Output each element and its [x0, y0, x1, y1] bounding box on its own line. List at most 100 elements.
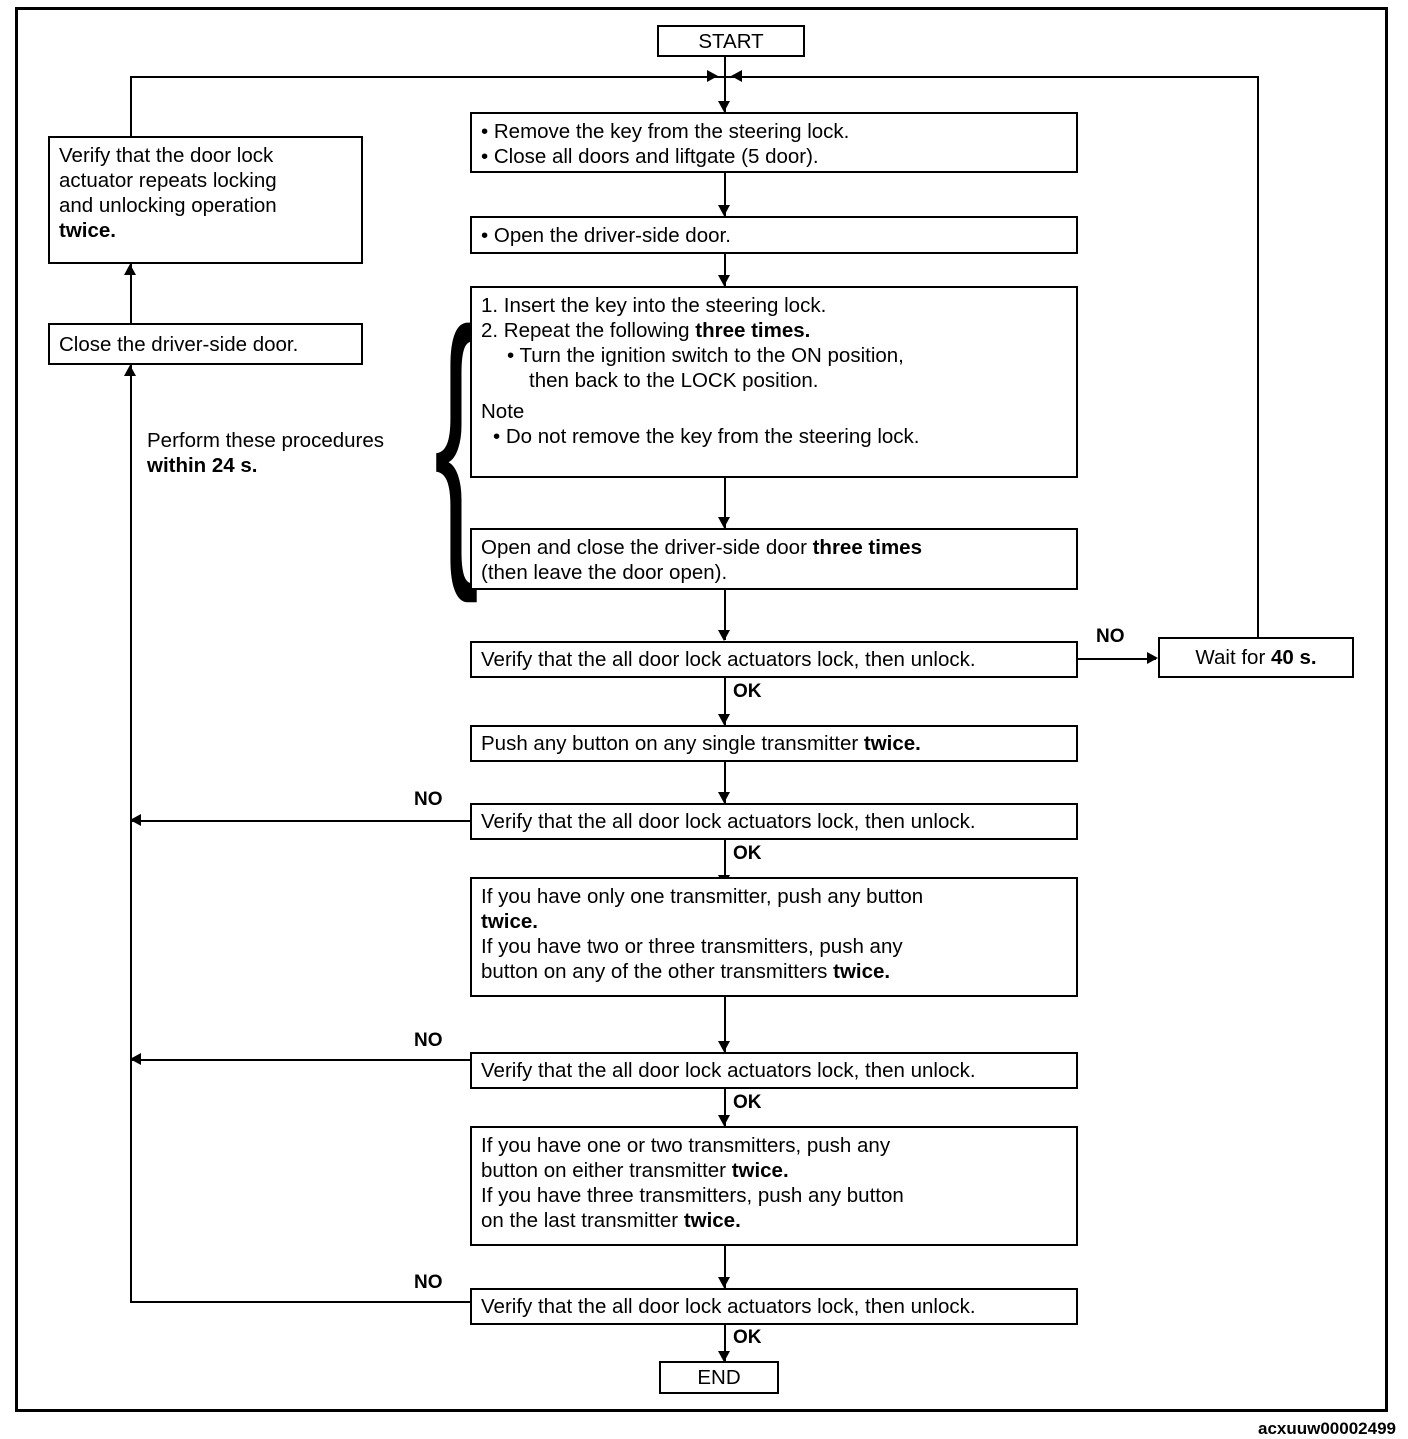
- node-ignition-line2-prefix: 2. Repeat the following: [481, 319, 696, 342]
- node-transmitters-b-line2-bold: twice.: [731, 1159, 789, 1182]
- edge-return-right-vertical: [1257, 76, 1259, 637]
- edge-label-verify3-ok: OK: [733, 1092, 762, 1113]
- edge-return-right-horizontal: [724, 76, 1258, 78]
- node-transmitters-a: If you have only one transmitter, push a…: [470, 877, 1078, 997]
- node-verify-repeat-line1: Verify that the door lock: [59, 144, 274, 167]
- arrowhead-verify3-no: [130, 1053, 141, 1065]
- node-transmitters-b-line2-prefix: button on either transmitter: [481, 1159, 732, 1182]
- node-transmitters-b-line1: If you have one or two transmitters, pus…: [481, 1134, 891, 1157]
- edge-no-bus-vertical: [130, 365, 132, 1302]
- annotation-time-limit: Perform these procedures within 24 s.: [147, 428, 384, 478]
- edge-ignition-to-door-cycle: [724, 478, 726, 528]
- edge-verify2-ok: [724, 840, 726, 886]
- node-close-door-label: Close the driver-side door.: [59, 332, 299, 356]
- node-ignition-line2-bold: three times.: [695, 319, 811, 342]
- edge-verify4-ok: [724, 1325, 726, 1362]
- node-transmitters-b-line3: If you have three transmitters, push any…: [481, 1184, 904, 1207]
- node-end: END: [659, 1361, 779, 1394]
- node-prep: • Remove the key from the steering lock.…: [470, 112, 1078, 173]
- node-transmitters-b-line4-prefix: on the last transmitter: [481, 1209, 684, 1232]
- figure-id-watermark: acxuuw00002499: [1258, 1419, 1396, 1438]
- annotation-time-limit-line1: Perform these procedures: [147, 429, 385, 452]
- node-ignition-cycle: 1. Insert the key into the steering lock…: [470, 286, 1078, 478]
- edge-open-door-to-ignition: [724, 254, 726, 286]
- node-wait-40s: Wait for 40 s.: [1158, 637, 1354, 678]
- node-transmitters-b: If you have one or two transmitters, pus…: [470, 1126, 1078, 1246]
- arrowhead-verify3-ok: [718, 1115, 730, 1126]
- node-verify-3: Verify that the all door lock actuators …: [470, 1052, 1078, 1089]
- node-start-label: START: [698, 29, 764, 53]
- node-verify-1-label: Verify that the all door lock actuators …: [481, 648, 976, 671]
- node-prep-line2: • Close all doors and liftgate (5 door).: [481, 145, 819, 168]
- arrowhead-verify1-ok: [718, 714, 730, 725]
- node-verify-4-label: Verify that the all door lock actuators …: [481, 1295, 976, 1318]
- node-verify-1: Verify that the all door lock actuators …: [470, 641, 1078, 678]
- node-door-cycle-line1-prefix: Open and close the driver-side door: [481, 536, 813, 559]
- edge-label-verify3-no: NO: [414, 1030, 443, 1051]
- node-ignition-note-item: • Do not remove the key from the steerin…: [493, 425, 920, 448]
- node-verify-2-label: Verify that the all door lock actuators …: [481, 810, 976, 833]
- edge-prep-to-open-door: [724, 173, 726, 216]
- node-verify-repeat-line2: actuator repeats locking: [59, 169, 277, 192]
- node-transmitters-a-line4-prefix: button on any of the other transmitters: [481, 960, 834, 983]
- edge-verify3-ok: [724, 1089, 726, 1126]
- node-transmitters-b-line4-bold: twice.: [683, 1209, 741, 1232]
- edge-label-verify2-no: NO: [414, 789, 443, 810]
- edge-verify1-no: [1078, 658, 1156, 660]
- node-prep-line1: • Remove the key from the steering lock.: [481, 120, 850, 143]
- edge-verify3-no: [130, 1059, 470, 1061]
- node-start: START: [657, 25, 805, 57]
- edge-verify4-no: [130, 1301, 470, 1303]
- edge-start-to-prep: [724, 57, 726, 112]
- arrowhead-verify2-no: [130, 814, 141, 826]
- node-door-cycle-line1-bold: three times: [812, 536, 922, 559]
- node-verify-3-label: Verify that the all door lock actuators …: [481, 1059, 976, 1082]
- edge-door-cycle-to-verify1: [724, 590, 726, 640]
- arrowhead-start-to-prep: [718, 101, 730, 112]
- node-verify-repeat: Verify that the door lock actuator repea…: [48, 136, 363, 264]
- arrowhead-prep-to-open-door: [718, 205, 730, 216]
- edge-transmitters-b-to-verify4: [724, 1246, 726, 1288]
- diagram-frame: [15, 7, 1388, 1412]
- arrowhead-push-single-to-verify2: [718, 792, 730, 803]
- edge-label-verify4-ok: OK: [733, 1327, 762, 1348]
- edge-verify1-ok: [724, 678, 726, 725]
- node-door-cycle: Open and close the driver-side door thre…: [470, 528, 1078, 590]
- node-verify-4: Verify that the all door lock actuators …: [470, 1288, 1078, 1325]
- node-verify-repeat-line3: and unlocking operation: [59, 194, 277, 217]
- annotation-time-limit-line2: within 24 s.: [147, 454, 258, 477]
- node-close-door: Close the driver-side door.: [48, 323, 363, 365]
- node-ignition-line1: 1. Insert the key into the steering lock…: [481, 294, 827, 317]
- node-end-label: END: [697, 1366, 741, 1389]
- edge-label-verify4-no: NO: [414, 1272, 443, 1293]
- arrowhead-door-cycle-to-verify1: [718, 630, 730, 641]
- arrowhead-return-right: [731, 70, 742, 82]
- node-verify-repeat-line4: twice.: [59, 219, 116, 242]
- edge-close-to-verify-repeat: [130, 264, 132, 323]
- arrowhead-verify4-ok: [718, 1351, 730, 1362]
- node-ignition-note-heading: Note: [481, 400, 525, 423]
- node-open-door: • Open the driver-side door.: [470, 216, 1078, 254]
- node-transmitters-a-line1: If you have only one transmitter, push a…: [481, 885, 924, 908]
- node-transmitters-a-line3: If you have two or three transmitters, p…: [481, 935, 903, 958]
- edge-return-left-vertical-top: [130, 76, 132, 136]
- arrowhead-open-door-to-ignition: [718, 275, 730, 286]
- node-push-single: Push any button on any single transmitte…: [470, 725, 1078, 762]
- arrowhead-return-left: [707, 70, 718, 82]
- node-push-single-label: Push any button on any single transmitte…: [481, 732, 921, 755]
- node-ignition-line3: • Turn the ignition switch to the ON pos…: [507, 344, 904, 367]
- node-door-cycle-line2: (then leave the door open).: [481, 561, 728, 584]
- node-transmitters-a-line4-bold: twice.: [833, 960, 891, 983]
- edge-label-verify1-no: NO: [1096, 626, 1125, 647]
- arrowhead-ignition-to-door-cycle: [718, 517, 730, 528]
- edge-push-single-to-verify2: [724, 762, 726, 803]
- edge-label-verify1-ok: OK: [733, 681, 762, 702]
- edge-label-verify2-ok: OK: [733, 843, 762, 864]
- node-wait-40s-label: Wait for 40 s.: [1195, 646, 1317, 669]
- node-verify-2: Verify that the all door lock actuators …: [470, 803, 1078, 840]
- node-ignition-line4: then back to the LOCK position.: [529, 369, 819, 392]
- arrowhead-transmitters-a-to-verify3: [718, 1041, 730, 1052]
- edge-transmitters-a-to-verify3: [724, 997, 726, 1052]
- node-transmitters-a-line2: twice.: [481, 910, 538, 933]
